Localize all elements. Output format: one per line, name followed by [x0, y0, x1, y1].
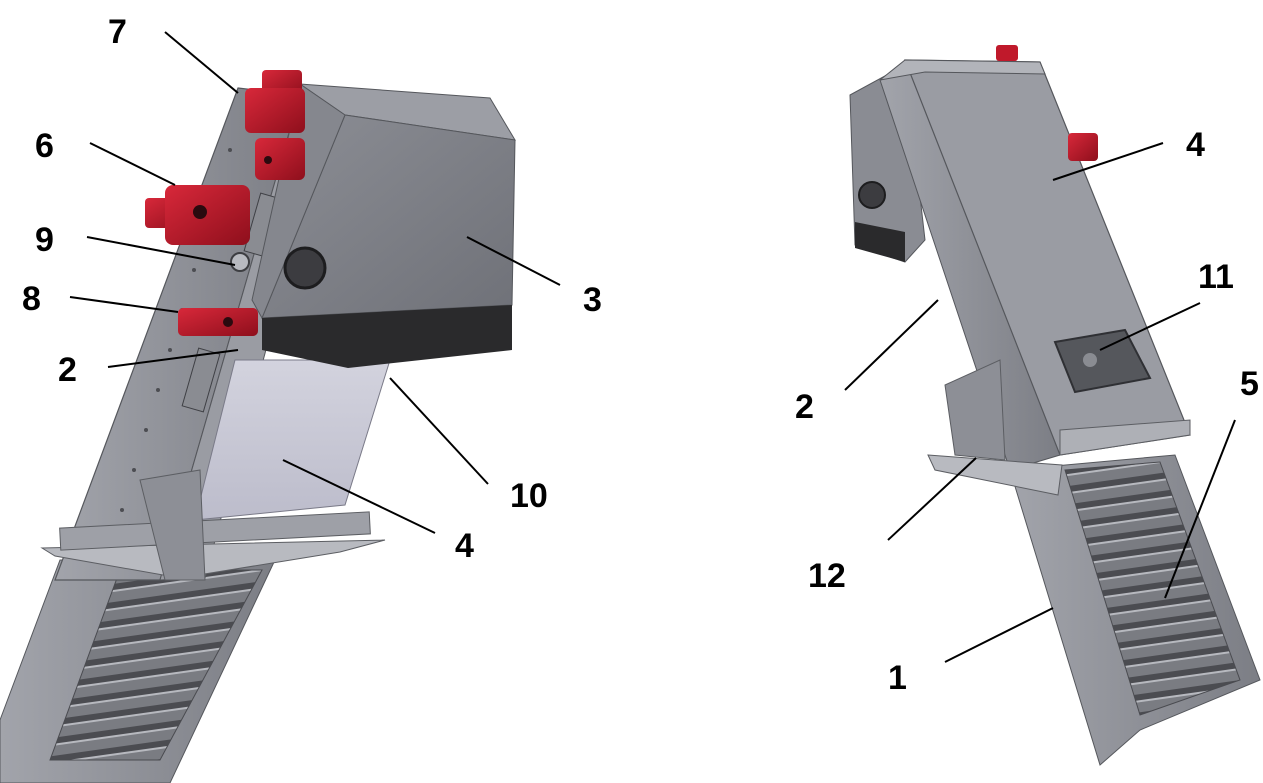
- left-drive-motor-8: [178, 308, 258, 336]
- right-viewing-window-11: [1053, 328, 1152, 394]
- callout-9: 9: [35, 221, 54, 259]
- callout-3: 3: [583, 281, 602, 319]
- callout-4-left: 4: [455, 527, 474, 565]
- right-support-leg: [944, 359, 1006, 461]
- leader-lines: [69, 31, 1236, 663]
- left-drive-motor-6: [145, 185, 250, 245]
- leader-5: [1164, 419, 1236, 599]
- left-support-leg: [139, 469, 206, 581]
- left-housing-port: [283, 246, 327, 290]
- right-base-frame: [927, 454, 1063, 496]
- right-drive-port: [858, 181, 886, 209]
- callout-2-right: 2: [795, 388, 814, 426]
- right-cross-beam: [1059, 419, 1191, 456]
- leader-2-right: [844, 299, 939, 391]
- leader-12: [887, 457, 977, 541]
- leader-4-right: [1052, 142, 1164, 181]
- callout-7: 7: [108, 13, 127, 51]
- leader-8: [69, 296, 179, 313]
- callout-6: 6: [35, 127, 54, 165]
- right-slat-bed: [1064, 461, 1241, 716]
- left-bearing-9: [230, 252, 250, 272]
- callout-12: 12: [808, 557, 846, 595]
- left-machine-view: [0, 70, 516, 783]
- callout-1: 1: [888, 659, 907, 697]
- left-housing-dark-band: [262, 305, 512, 368]
- leader-2-left: [107, 349, 239, 368]
- leader-7: [164, 31, 239, 94]
- right-cover-top: [879, 59, 1046, 81]
- left-drive-motor-7: [245, 70, 305, 180]
- leader-11: [1099, 302, 1201, 351]
- callout-5: 5: [1240, 365, 1259, 403]
- left-base-frame: [40, 539, 386, 579]
- callout-11: 11: [1198, 258, 1234, 296]
- leader-9: [86, 236, 236, 266]
- callout-2-left: 2: [58, 351, 77, 389]
- right-machine-view: [849, 45, 1261, 766]
- leader-4-left: [282, 459, 436, 534]
- right-side-motor: [1068, 133, 1098, 161]
- leader-6: [89, 142, 176, 186]
- left-base-beam: [59, 511, 371, 551]
- leader-3: [466, 236, 561, 286]
- left-inspection-panel-lower: [181, 347, 221, 413]
- right-top-cap: [996, 45, 1018, 61]
- right-drive-dark-band: [855, 222, 905, 262]
- callout-10: 10: [510, 477, 548, 515]
- callout-labels: 7 6 9 8 2 3 10 4 4 11 2 5 12 1: [22, 13, 1259, 697]
- leader-1: [944, 607, 1054, 663]
- callout-4-right: 4: [1186, 126, 1205, 164]
- leader-10: [389, 377, 489, 485]
- right-window-detail: [1083, 353, 1097, 367]
- callout-8: 8: [22, 280, 41, 318]
